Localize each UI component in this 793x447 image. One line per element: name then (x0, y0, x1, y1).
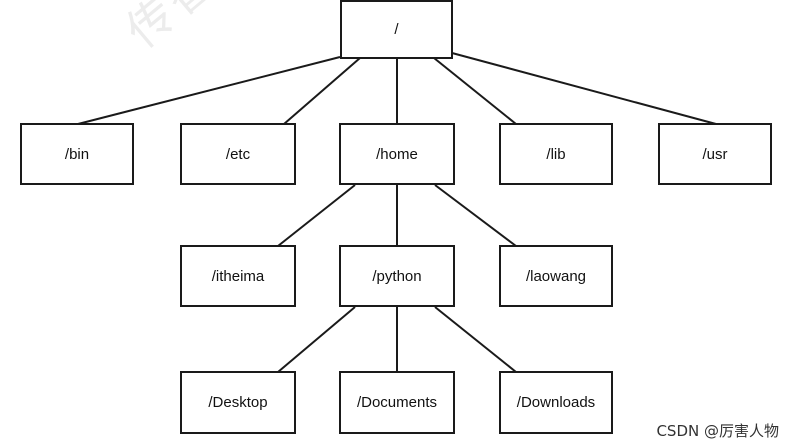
node-etc: /etc (180, 123, 296, 185)
node-label: /Downloads (516, 394, 596, 411)
edge-root-bin (77, 56, 341, 125)
edge-python-downloads (434, 306, 517, 373)
node-downloads: /Downloads (499, 371, 613, 434)
node-label: /etc (225, 145, 251, 163)
edge-root-lib (433, 57, 517, 125)
node-lib: /lib (499, 123, 613, 185)
node-python: /python (339, 245, 455, 307)
edge-home-itheima (277, 184, 356, 247)
edge-root-usr (451, 52, 717, 125)
node-label: /python (372, 267, 422, 285)
edge-python-desktop (277, 306, 356, 373)
source-credit: CSDN @厉害人物 (656, 422, 779, 440)
node-label: /lib (546, 145, 566, 163)
edge-home-laowang (434, 184, 517, 247)
node-laowang: /laowang (499, 245, 613, 307)
node-label: /itheima (211, 267, 265, 285)
node-label: / (394, 21, 399, 38)
node-usr: /usr (658, 123, 772, 185)
node-label: /bin (64, 145, 90, 163)
edge-root-etc (283, 57, 361, 125)
node-label: /Desktop (208, 394, 268, 411)
node-itheima: /itheima (180, 245, 296, 307)
node-label: /laowang (525, 267, 587, 285)
node-home: /home (339, 123, 455, 185)
node-label: /usr (702, 145, 728, 163)
node-root: / (340, 0, 453, 59)
node-label: /home (376, 145, 418, 163)
node-desktop: /Desktop (180, 371, 296, 434)
node-documents: /Documents (339, 371, 455, 434)
node-label: /Documents (356, 394, 438, 411)
node-bin: /bin (20, 123, 134, 185)
